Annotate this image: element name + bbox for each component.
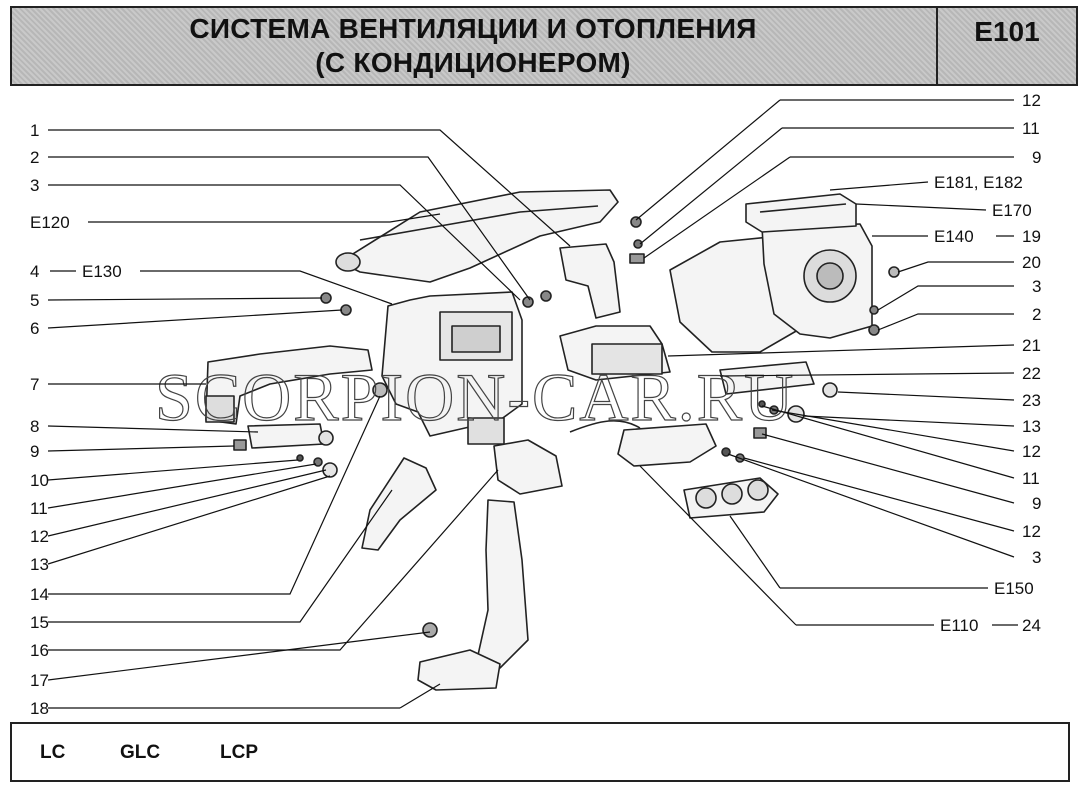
label-r-13: 13 [1022, 417, 1041, 436]
title-line-1: СИСТЕМА ВЕНТИЛЯЦИИ И ОТОПЛЕНИЯ [189, 13, 757, 44]
version-lc: LC [40, 742, 66, 763]
label-20: 20 [1022, 253, 1041, 272]
label-6: 6 [30, 319, 39, 338]
rear-duct-upper [493, 439, 563, 495]
center-vent-duct [559, 243, 621, 319]
version-glc: GLC [120, 742, 161, 763]
watermark: SCORPION-CAR.RU [155, 359, 795, 435]
label-7: 7 [30, 375, 39, 394]
label-2: 2 [30, 148, 39, 167]
label-22: 22 [1022, 364, 1041, 383]
label-17: 17 [30, 671, 49, 690]
rear-duct-long [475, 499, 529, 669]
label-14: 14 [30, 585, 49, 604]
label-8: 8 [30, 417, 39, 436]
right-callouts: 12 11 9 E181, E182 E170 E140 19 20 3 2 2… [934, 91, 1041, 635]
label-e140: E140 [934, 227, 974, 246]
version-lcp: LCP [220, 742, 258, 763]
label-e150: E150 [994, 579, 1034, 598]
footer-versions: LC GLC LCP [10, 722, 1070, 782]
label-r-3a: 3 [1032, 277, 1041, 296]
label-3: 3 [30, 176, 39, 195]
control-unit [617, 423, 717, 467]
label-16: 16 [30, 641, 49, 660]
rear-duct-outlet [417, 649, 501, 691]
label-19: 19 [1022, 227, 1041, 246]
label-r-9b: 9 [1032, 494, 1041, 513]
label-r-9a: 9 [1032, 148, 1041, 167]
label-18: 18 [30, 699, 49, 718]
label-r-11a: 11 [1022, 119, 1040, 138]
label-12: 12 [30, 527, 49, 546]
left-callouts: 1 2 3 E120 4 E130 5 6 7 8 9 10 11 12 13 … [30, 121, 122, 718]
header: СИСТЕМА ВЕНТИЛЯЦИИ И ОТОПЛЕНИЯ (С КОНДИЦ… [10, 6, 1078, 86]
label-11: 11 [30, 499, 48, 518]
label-r-12a: 12 [1022, 91, 1041, 110]
label-r-3b: 3 [1032, 548, 1041, 567]
label-24: 24 [1022, 616, 1041, 635]
label-13: 13 [30, 555, 49, 574]
label-e110: E110 [940, 616, 978, 635]
label-4: 4 [30, 262, 39, 281]
right-vent-grille [719, 361, 815, 395]
label-23: 23 [1022, 391, 1041, 410]
label-1: 1 [30, 121, 39, 140]
label-r-12c: 12 [1022, 522, 1041, 541]
label-15: 15 [30, 613, 49, 632]
label-5: 5 [30, 291, 39, 310]
label-10: 10 [30, 471, 49, 490]
label-r-12b: 12 [1022, 442, 1041, 461]
label-21: 21 [1022, 336, 1041, 355]
label-r-11b: 11 [1022, 469, 1040, 488]
label-e170: E170 [992, 201, 1032, 220]
dash-duct [339, 189, 619, 283]
title-line-2: (С КОНДИЦИОНЕРОМ) [315, 47, 631, 78]
filter-box [745, 193, 857, 233]
page-title: СИСТЕМА ВЕНТИЛЯЦИИ И ОТОПЛЕНИЯ (С КОНДИЦ… [12, 8, 934, 84]
page-code: E101 [936, 8, 1076, 84]
label-e181-e182: E181, E182 [934, 173, 1023, 192]
label-9: 9 [30, 442, 39, 461]
label-r-2: 2 [1032, 305, 1041, 324]
left-foot-duct [361, 457, 437, 551]
label-e120: E120 [30, 213, 70, 232]
label-e130: E130 [82, 262, 122, 281]
